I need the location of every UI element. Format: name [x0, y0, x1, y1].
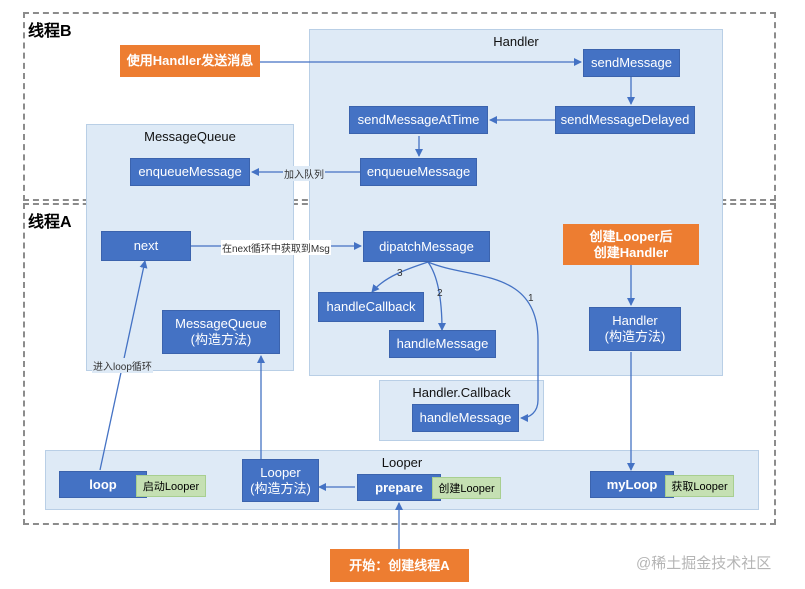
send-message-at-time-node[interactable]: sendMessageAtTime [349, 106, 488, 134]
handler-panel-title: Handler [493, 34, 539, 49]
enqueue-message-queue-node[interactable]: enqueueMessage [130, 158, 250, 186]
create-looper-tag: 创建Looper [432, 477, 501, 499]
loop-node[interactable]: loop [59, 471, 147, 498]
handler-ctor-line2: (构造方法) [604, 329, 666, 344]
edge-label-enter-loop: 进入loop循环 [92, 358, 153, 373]
create-handler-node[interactable]: 创建Looper后 创建Handler [563, 224, 699, 265]
branch-number-1: 1 [528, 293, 534, 304]
callback-handle-message-node[interactable]: handleMessage [412, 404, 519, 432]
start-thread-a-node[interactable]: 开始：创建线程A [330, 549, 469, 582]
edge-label-get-msg: 在next循环中获取到Msg [221, 240, 331, 255]
start-looper-tag: 启动Looper [136, 475, 206, 497]
enqueue-message-handler-node[interactable]: enqueueMessage [360, 158, 477, 186]
handler-callback-panel-title: Handler.Callback [412, 385, 511, 400]
watermark-text: @稀土掘金技术社区 [636, 555, 772, 572]
thread-b-label: 线程B [28, 23, 72, 40]
send-message-delayed-node[interactable]: sendMessageDelayed [555, 106, 695, 134]
handle-message-node[interactable]: handleMessage [389, 330, 496, 358]
message-queue-ctor-line1: MessageQueue [175, 316, 267, 331]
branch-number-3: 3 [397, 268, 403, 279]
use-handler-send-node[interactable]: 使用Handler发送消息 [120, 45, 260, 77]
handler-ctor-node[interactable]: Handler (构造方法) [589, 307, 681, 351]
message-queue-ctor-line2: (构造方法) [190, 332, 252, 347]
next-node[interactable]: next [101, 231, 191, 261]
edge-label-enqueue: 加入队列 [283, 166, 325, 181]
handler-ctor-line1: Handler [612, 313, 658, 328]
looper-ctor-line2: (构造方法) [250, 480, 311, 496]
my-loop-node[interactable]: myLoop [590, 471, 674, 498]
dispatch-message-node[interactable]: dipatchMessage [363, 231, 490, 262]
prepare-node[interactable]: prepare [357, 474, 441, 501]
thread-a-label: 线程A [28, 214, 72, 231]
looper-ctor-line1: Looper [260, 464, 301, 480]
create-handler-line1: 创建Looper后 [589, 228, 673, 244]
create-handler-line2: 创建Handler [593, 244, 669, 260]
message-queue-ctor-node[interactable]: MessageQueue (构造方法) [162, 310, 280, 354]
message-queue-panel-title: MessageQueue [144, 129, 236, 144]
looper-panel-title: Looper [381, 455, 423, 470]
branch-number-2: 2 [437, 288, 443, 299]
handle-callback-node[interactable]: handleCallback [318, 292, 424, 322]
looper-ctor-node[interactable]: Looper (构造方法) [242, 459, 319, 502]
send-message-node[interactable]: sendMessage [583, 49, 680, 77]
get-looper-tag: 获取Looper [665, 475, 734, 497]
